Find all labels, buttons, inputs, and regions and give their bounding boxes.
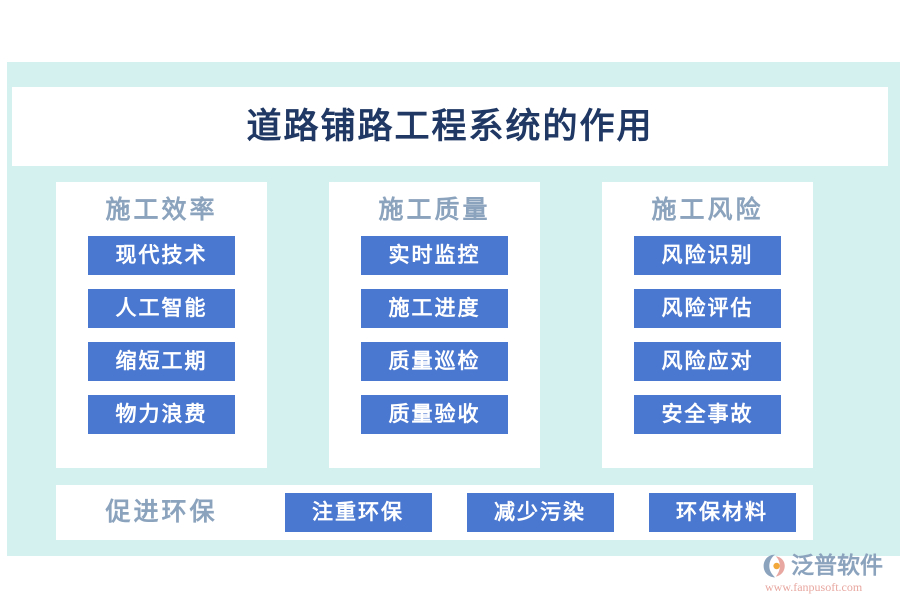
category-header: 施工效率 [105,197,218,224]
category-item-chip[interactable]: 缩短工期 [88,342,235,381]
category-item-chip[interactable]: 风险识别 [634,236,781,275]
category-item-chip[interactable]: 质量验收 [361,395,508,434]
category-item-chip[interactable]: 物力浪费 [88,395,235,434]
category-header: 施工质量 [378,197,491,224]
brand-logo: 泛普软件 www.fanpusoft.com [762,550,895,595]
category-item-chip[interactable]: 注重环保 [284,493,432,532]
fanpu-spiral-icon [763,554,785,577]
category-header: 施工风险 [651,197,764,224]
category-card-environmental-protection: 促进环保 注重环保 减少污染 环保材料 [56,485,813,540]
category-item-chip[interactable]: 风险评估 [634,289,781,328]
category-item-chip[interactable]: 施工进度 [361,289,508,328]
category-item-chip[interactable]: 人工智能 [88,289,235,328]
category-card-construction-quality: 施工质量 实时监控 施工进度 质量巡检 质量验收 [329,182,540,468]
category-item-chip[interactable]: 安全事故 [634,395,781,434]
category-card-construction-risk: 施工风险 风险识别 风险评估 风险应对 安全事故 [602,182,813,468]
bottom-chip-group: 注重环保 减少污染 环保材料 [267,493,813,532]
brand-logo-top: 泛普软件 [762,552,895,579]
category-item-chip[interactable]: 实时监控 [361,236,508,275]
title-card: 道路铺路工程系统的作用 [12,87,888,166]
category-card-construction-efficiency: 施工效率 现代技术 人工智能 缩短工期 物力浪费 [56,182,267,468]
category-item-chip[interactable]: 环保材料 [648,493,796,532]
category-item-chip[interactable]: 风险应对 [634,342,781,381]
brand-name: 泛普软件 [791,553,883,578]
category-item-chip[interactable]: 减少污染 [466,493,614,532]
page-title: 道路铺路工程系统的作用 [246,107,654,146]
category-header: 促进环保 [105,499,218,526]
brand-url: www.fanpusoft.com [765,580,863,594]
category-item-chip[interactable]: 现代技术 [88,236,235,275]
category-item-chip[interactable]: 质量巡检 [361,342,508,381]
